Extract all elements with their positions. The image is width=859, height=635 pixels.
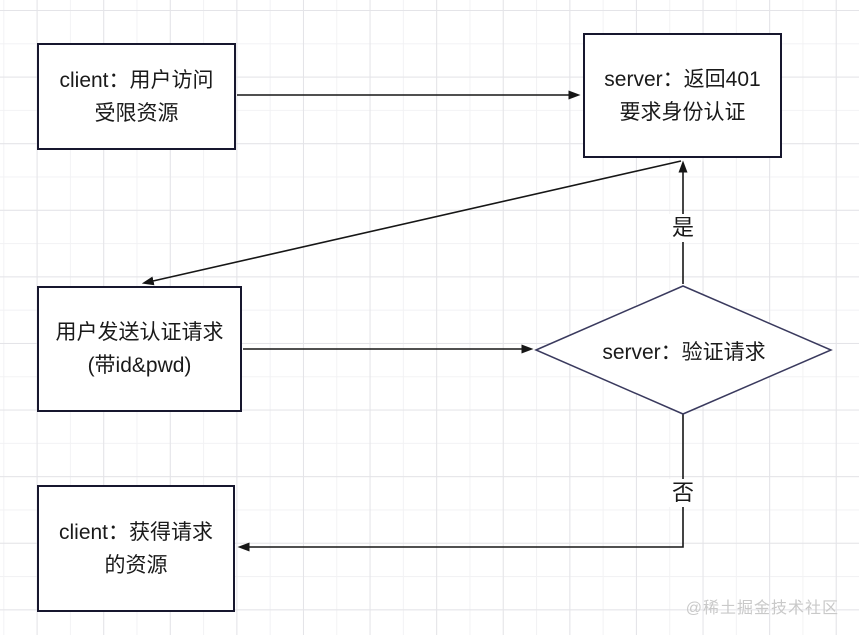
watermark: @稀土掘金技术社区: [685, 600, 839, 617]
node-server-401: server：返回401 要求身份认证: [583, 33, 782, 158]
node-server-401-line1: server：返回401: [604, 67, 761, 91]
node-client-access-line2: 受限资源: [94, 101, 179, 125]
node-server-401-line2: 要求身份认证: [619, 100, 746, 124]
node-client-resource-line2: 的资源: [104, 553, 168, 577]
edge-label-yes: 是: [668, 214, 698, 242]
edge-server401-to-authrequest: [141, 160, 682, 286]
node-auth-request-line2: (带id&pwd): [87, 354, 192, 377]
edge-label-no: 否: [668, 479, 698, 507]
node-auth-request-line1: 用户发送认证请求: [55, 321, 224, 344]
edge-verify-no-to-resource: [237, 414, 684, 552]
node-client-resource-line1: client：获得请求: [58, 520, 214, 544]
node-server-verify-label: server：验证请求: [602, 341, 766, 364]
node-client-access-line1: client：用户访问: [59, 68, 214, 92]
node-client-access: client：用户访问 受限资源: [37, 43, 236, 150]
node-auth-request: 用户发送认证请求 (带id&pwd): [37, 286, 242, 412]
node-server-verify-diamond: [534, 285, 833, 415]
node-client-resource: client：获得请求 的资源: [37, 485, 235, 612]
